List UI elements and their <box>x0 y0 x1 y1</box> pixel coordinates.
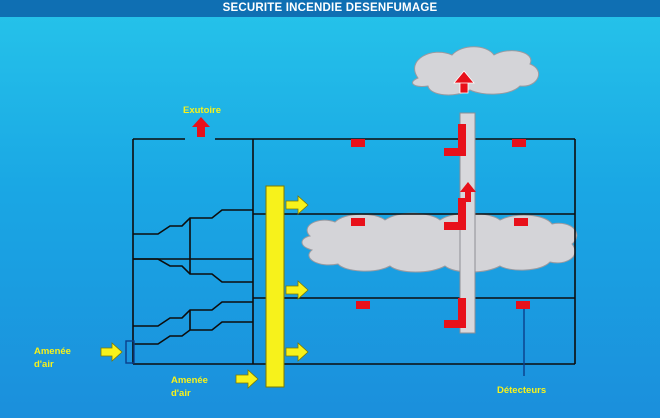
detectors-label: Détecteurs <box>497 385 546 396</box>
detector <box>356 301 370 309</box>
smoke-damper-bottom <box>444 298 466 328</box>
detectors <box>351 139 530 309</box>
exutoire-arrow-icon <box>192 117 210 137</box>
detector <box>514 218 528 226</box>
smoke-damper-middle <box>444 198 466 230</box>
air-inlet-left-arrow-icon <box>100 342 123 362</box>
air-inlet-left-label-line1: Amenée <box>34 346 71 357</box>
air-inlet-left-label-line2: d'air <box>34 359 54 370</box>
detector <box>516 301 530 309</box>
air-inlet-bottom-label-line2: d'air <box>171 388 191 399</box>
air-outlet-arrow-icon <box>285 342 309 362</box>
smoke-cloud-top <box>412 46 540 96</box>
title-bar <box>0 0 660 17</box>
air-outlet-arrow-icon <box>285 195 309 215</box>
smoke-cloud-middle <box>301 212 578 273</box>
duct-outlet-arrows <box>285 195 309 362</box>
detector <box>512 139 526 147</box>
air-inlet-grille <box>125 340 135 364</box>
exutoire-label: Exutoire <box>183 105 221 116</box>
building-structure <box>132 138 576 365</box>
page-title: SECURITE INCENDIE DESENFUMAGE <box>222 2 438 14</box>
shaft-arrow-up-icon <box>460 182 476 202</box>
air-outlet-arrow-icon <box>285 280 309 300</box>
air-supply-duct <box>265 185 285 388</box>
air-inlet-bottom-arrow-icon <box>235 369 259 389</box>
air-inlet-bottom-label-line1: Amenée <box>171 375 208 386</box>
smoke-damper-top <box>444 124 466 156</box>
detector <box>351 218 365 226</box>
cloud-exhaust-arrow-icon <box>453 70 475 94</box>
detector <box>351 139 365 147</box>
